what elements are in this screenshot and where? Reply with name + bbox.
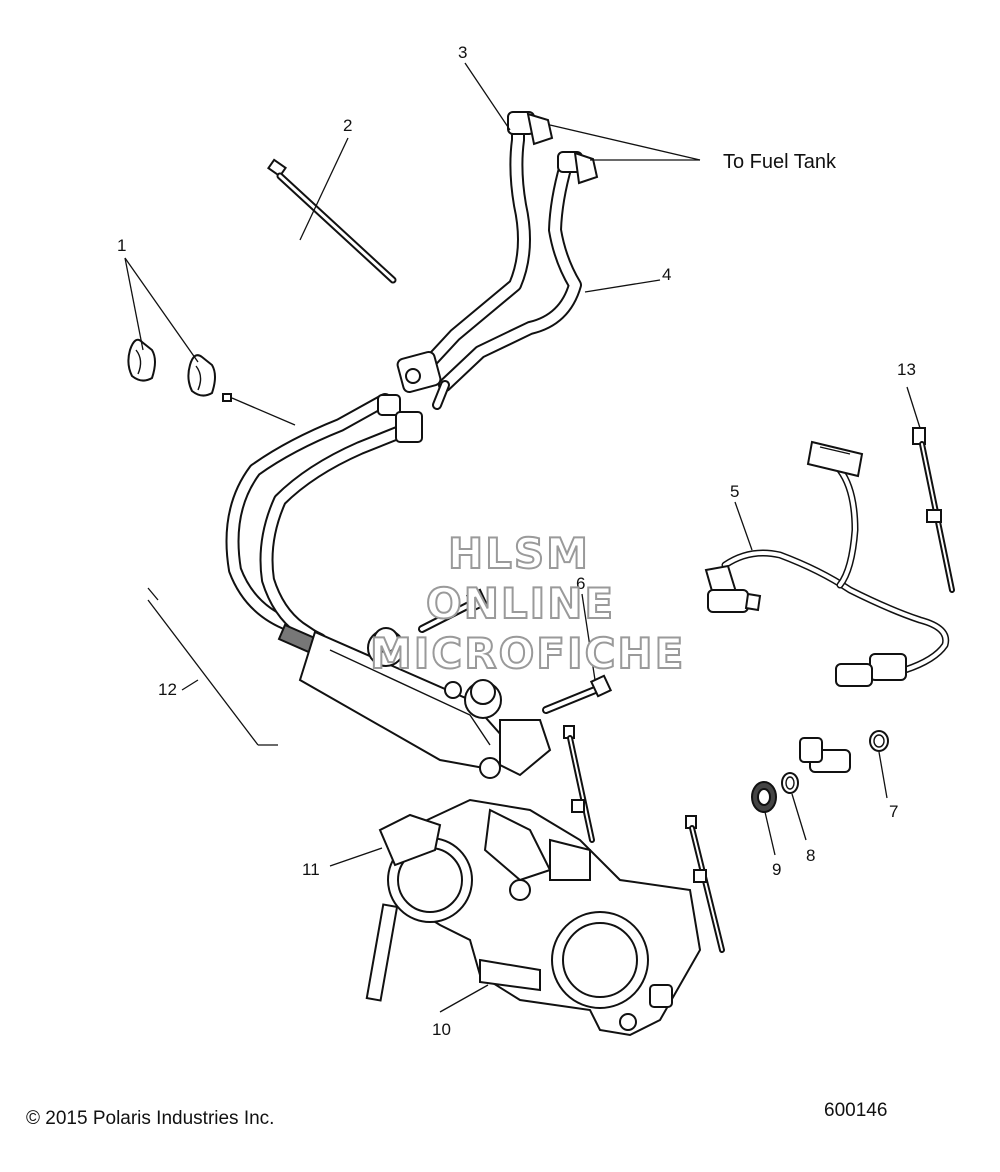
callout-9: 9 xyxy=(772,860,782,879)
callout-4: 4 xyxy=(662,265,672,284)
callout-6: 6 xyxy=(576,574,586,593)
o-ring-part-7 xyxy=(869,730,889,752)
cable-tie-throttle xyxy=(563,725,725,953)
leader-lines xyxy=(124,62,921,1013)
fuel-line-part-3 xyxy=(396,111,554,393)
seal-part-9 xyxy=(751,781,777,813)
callout-8: 8 xyxy=(806,846,816,865)
copyright-text: © 2015 Polaris Industries Inc. xyxy=(26,1108,275,1129)
watermark-line-3: MICROFICHE xyxy=(369,629,686,678)
injector-harness-part-5 xyxy=(704,440,950,687)
bolt-part-6 xyxy=(418,588,613,714)
to-fuel-tank-label: To Fuel Tank xyxy=(723,151,837,173)
injector-part xyxy=(799,737,851,773)
callout-2: 2 xyxy=(343,116,353,135)
cable-tie-part-2 xyxy=(267,158,397,284)
o-ring-part-8 xyxy=(781,772,799,794)
callout-13: 13 xyxy=(897,360,916,379)
fuel-rail-part-12 xyxy=(225,393,552,779)
hose-clip-part-1 xyxy=(127,338,232,402)
drawing-number: 600146 xyxy=(824,1100,888,1121)
callout-10: 10 xyxy=(432,1020,451,1039)
callout-3: 3 xyxy=(458,43,468,62)
callout-12: 12 xyxy=(158,680,177,699)
watermark-line-2: ONLINE xyxy=(425,579,616,628)
throttle-sensor-part-11 xyxy=(365,813,442,1002)
callout-11: 11 xyxy=(302,860,320,879)
callout-5: 5 xyxy=(730,482,740,501)
cable-tie-part-13 xyxy=(912,427,955,593)
watermark-line-1: HLSM xyxy=(447,529,590,578)
callout-1: 1 xyxy=(117,236,127,255)
callout-7: 7 xyxy=(889,802,899,821)
fuel-line-part-4 xyxy=(432,151,599,410)
